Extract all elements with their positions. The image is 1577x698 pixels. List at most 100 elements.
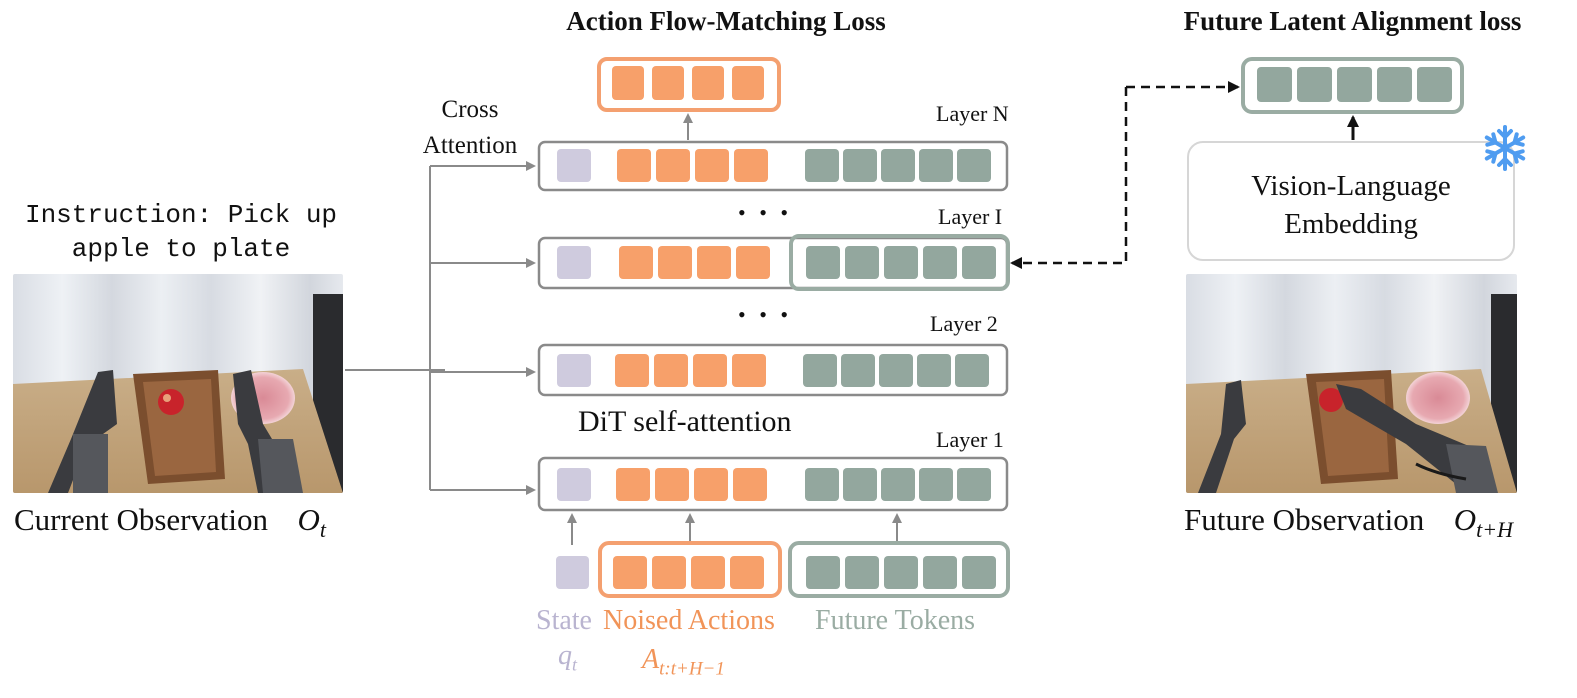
action-token <box>694 468 728 501</box>
action-token <box>695 149 729 182</box>
future-tokens-group <box>788 541 1010 598</box>
future-observation-image <box>1186 274 1517 493</box>
current-observation-label: Current Observation <box>14 502 268 537</box>
state-symbol: qt <box>558 640 577 676</box>
action-token <box>736 246 770 279</box>
future-token <box>843 149 877 182</box>
future-token <box>881 468 915 501</box>
current-observation-subscript: t <box>319 517 326 543</box>
future-input-token <box>845 556 879 589</box>
noised-action-token <box>652 556 686 589</box>
current-observation-symbol: O <box>297 502 320 537</box>
instruction-line-1: Instruction: Pick up <box>24 200 338 230</box>
cross-attention-line-2: Attention <box>422 132 518 159</box>
noised-action-token <box>730 556 764 589</box>
state-label: State <box>536 605 592 636</box>
state-token <box>557 246 591 279</box>
action-token <box>734 149 768 182</box>
future-token <box>962 246 996 279</box>
future-token <box>955 354 989 387</box>
current-observation-caption: Current Observation Ot <box>14 502 326 543</box>
action-token <box>697 246 731 279</box>
vision-language-embedding-label: Vision-Language Embedding <box>1189 167 1513 243</box>
snowflake-icon <box>1480 123 1530 173</box>
layer-2-label: Layer 2 <box>930 311 998 336</box>
instruction-text: Instruction: Pick up apple to plate <box>0 198 362 266</box>
action-token <box>732 354 766 387</box>
output-action-tokens <box>612 66 764 100</box>
future-token <box>957 149 991 182</box>
state-input-token <box>556 556 589 589</box>
ellipsis-upper: • • • <box>738 200 793 225</box>
action-token <box>656 149 690 182</box>
current-observation-image <box>13 274 343 493</box>
future-token <box>805 149 839 182</box>
ellipsis-lower: • • • <box>738 302 793 327</box>
noised-action-token <box>613 556 647 589</box>
layer-1-label: Layer 1 <box>936 427 1004 452</box>
future-observation-label: Future Observation <box>1184 502 1425 537</box>
future-observation-subscript: t+H <box>1476 517 1513 543</box>
future-token <box>917 354 951 387</box>
instruction-line-2: apple to plate <box>71 234 291 264</box>
action-token <box>693 354 727 387</box>
embedding-line-1: Vision-Language <box>1251 170 1451 202</box>
future-token <box>841 354 875 387</box>
noised-actions-symbol: At:t+H−1 <box>642 644 725 681</box>
future-token <box>884 246 918 279</box>
action-token <box>615 354 649 387</box>
actions-symbol-letter: A <box>642 644 660 675</box>
output-action-token <box>652 66 684 100</box>
state-token <box>557 149 591 182</box>
embedding-line-2: Embedding <box>1284 208 1418 240</box>
noised-actions-label: Noised Actions <box>603 605 775 636</box>
future-token <box>919 149 953 182</box>
output-action-token <box>692 66 724 100</box>
future-input-token <box>923 556 957 589</box>
cross-attention-line-1: Cross <box>441 96 499 123</box>
vision-language-embedding-box: Vision-Language Embedding <box>1187 141 1515 261</box>
dit-self-attention-label: DiT self-attention <box>578 405 792 438</box>
future-latent-token <box>1377 67 1412 102</box>
future-latent-token <box>1417 67 1452 102</box>
output-action-token <box>732 66 764 100</box>
future-token <box>881 149 915 182</box>
actions-symbol-subscript: t:t+H−1 <box>659 658 725 680</box>
action-token <box>733 468 767 501</box>
future-input-token <box>806 556 840 589</box>
future-token <box>957 468 991 501</box>
future-token <box>805 468 839 501</box>
future-observation-symbol: O <box>1453 502 1477 537</box>
future-latent-token <box>1257 67 1292 102</box>
future-token <box>803 354 837 387</box>
future-token <box>843 468 877 501</box>
action-loss-title: Action Flow-Matching Loss <box>566 6 886 36</box>
layer-i-future-group <box>789 234 1010 291</box>
state-token <box>557 354 591 387</box>
layer-n-label: Layer N <box>936 101 1009 126</box>
action-token <box>654 354 688 387</box>
future-latent-group <box>1241 57 1464 114</box>
action-token <box>619 246 653 279</box>
cross-attention-label: Cross Attention <box>410 92 530 164</box>
future-token <box>845 246 879 279</box>
future-token <box>923 246 957 279</box>
future-loss-title: Future Latent Alignment loss <box>1183 6 1522 36</box>
output-action-group <box>597 57 781 112</box>
future-token <box>919 468 953 501</box>
action-token <box>658 246 692 279</box>
state-symbol-subscript: t <box>572 654 578 675</box>
future-input-token <box>884 556 918 589</box>
state-symbol-letter: q <box>558 640 572 671</box>
layer-i-label: Layer I <box>938 204 1003 229</box>
future-latent-token <box>1337 67 1372 102</box>
action-token <box>616 468 650 501</box>
future-tokens-label: Future Tokens <box>815 605 976 636</box>
future-token <box>806 246 840 279</box>
output-action-token <box>612 66 644 100</box>
action-token <box>617 149 651 182</box>
action-token <box>655 468 689 501</box>
future-observation-caption: Future Observation Ot+H <box>1184 502 1513 543</box>
state-token <box>557 468 591 501</box>
